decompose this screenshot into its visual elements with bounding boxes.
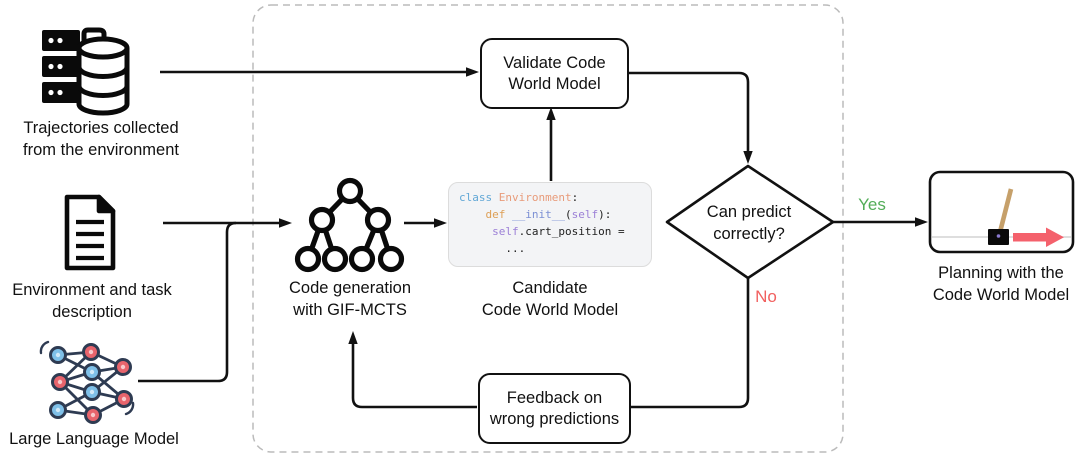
code-snippet: class Environment: def __init__(self): s… [448, 182, 652, 267]
yes-label: Yes [858, 195, 886, 214]
neural-network-icon [39, 340, 135, 424]
cartpole-pole [996, 188, 1014, 237]
environment-label: Environment and task description [12, 281, 172, 321]
arrow-feedback-to-tree [351, 343, 477, 409]
mcts-tree-icon [294, 177, 405, 273]
pipeline-dashed-border [252, 4, 844, 453]
server-database-icon [42, 27, 130, 116]
decision-diamond [665, 164, 835, 280]
candidate-label: Candidate Code World Model [481, 279, 619, 319]
arrow-validate-to-decision [625, 71, 750, 153]
cartpole-axle [996, 234, 1001, 238]
validate-box: Validate Code World Model [480, 38, 629, 109]
feedback-box-line1: Feedback on [506, 388, 603, 407]
validate-box-line2: World Model [508, 74, 601, 93]
llm-label: Large Language Model [9, 430, 179, 448]
trajectories-label: Trajectories collected from the environm… [23, 119, 179, 159]
cartpole-action-arrow [1013, 227, 1064, 247]
codegen-label: Code generation with GIF-MCTS [288, 279, 411, 319]
arrowheads [279, 67, 928, 344]
planning-label: Planning with the Code World Model [932, 264, 1070, 304]
feedback-box-line2: wrong predictions [489, 409, 620, 428]
document-icon [64, 194, 116, 271]
connector-llm-merge [138, 221, 237, 383]
connector-decision-to-feedback [628, 278, 750, 409]
connector-lines [138, 70, 917, 409]
cartpole-icon [928, 170, 1075, 254]
validate-box-line1: Validate Code [503, 53, 606, 72]
decision-label: Can predict correctly? [706, 203, 792, 243]
no-label: No [755, 287, 777, 306]
feedback-box: Feedback on wrong predictions [478, 373, 631, 444]
